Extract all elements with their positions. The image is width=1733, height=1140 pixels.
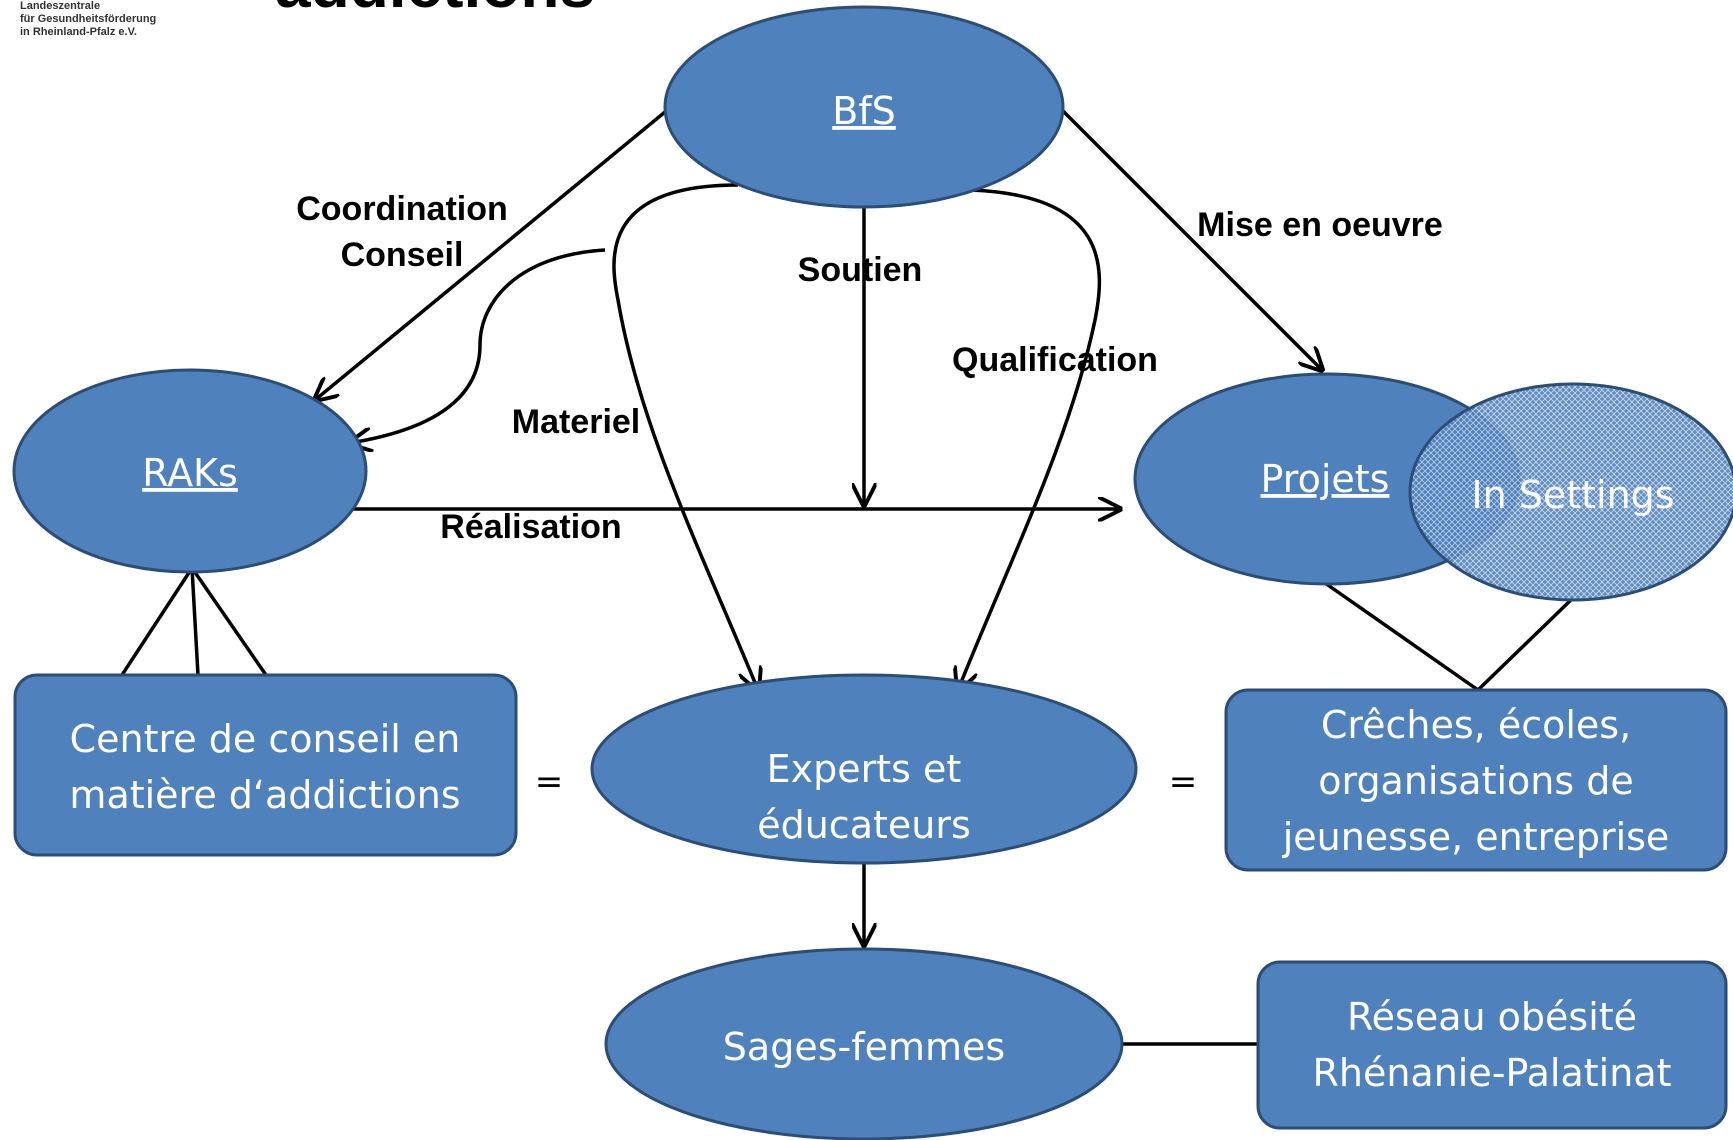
creches-label-line2: organisations de [1318,759,1634,803]
node-in-settings[interactable] [1408,382,1733,602]
node-sages-femmes[interactable] [604,947,1124,1140]
node-centre-conseil[interactable] [13,673,518,857]
org-line-1: Landeszentrale [20,0,101,12]
reseau-label-line2: Rhénanie-Palatinat [1312,1051,1671,1095]
edge-qualification-curve [958,188,1102,690]
equals-right: = [1169,762,1198,802]
equals-left: = [535,762,564,802]
sages-femmes-label: Sages-femmes [723,1025,1005,1069]
creches-label-line3: jeunesse, entreprise [1282,815,1670,859]
projets-label[interactable]: Projets [1261,457,1390,501]
centre-label-line1: Centre de conseil en [70,717,461,761]
edge-label-conseil: Conseil [341,236,464,274]
edge-bfs-projets [1060,108,1322,370]
edge-settings-creches [1476,596,1575,692]
org-line-2: für Gesundheitsförderung [20,13,157,25]
node-bfs[interactable] [663,5,1065,209]
node-creches[interactable] [1224,688,1728,872]
edge-projets-creches [1323,581,1480,692]
experts-label-line1: Experts et [767,747,962,791]
node-reseau[interactable] [1256,960,1728,1130]
edge-label-qualification: Qualification [952,341,1158,379]
edge-coordination-curve [350,248,606,443]
edge-label-materiel: Materiel [512,403,641,441]
reseau-label-line1: Réseau obésité [1347,995,1637,1039]
edge-raks-centre-1 [120,567,194,676]
edge-label-soutien: Soutien [798,251,923,289]
node-experts[interactable] [590,673,1138,865]
nodes-group [12,5,1733,1140]
edge-raks-centre-2 [190,567,200,676]
edge-label-realisation: Réalisation [440,508,621,546]
edge-bfs-raks [315,110,667,400]
experts-label-line2: éducateurs [757,803,971,847]
organization-logo-text: Landeszentrale für Gesundheitsförderung … [20,0,156,39]
edge-raks-centre-3 [190,567,268,676]
raks-label[interactable]: RAKs [142,451,238,495]
org-line-3: in Rheinland-Pfalz e.V. [20,26,137,38]
edge-label-mise-en-oeuvre: Mise en oeuvre [1197,206,1443,244]
node-raks[interactable] [12,368,368,574]
bfs-label[interactable]: BfS [832,89,896,133]
edge-materiel-curve [612,183,758,690]
edge-label-coordination: Coordination [296,190,508,228]
creches-label-line1: Crêches, écoles, [1321,703,1631,747]
page-title: addictions [275,0,595,22]
edges-group [120,108,1575,1046]
centre-label-line2: matière d‘addictions [69,773,460,817]
in-settings-label: In Settings [1471,473,1674,517]
